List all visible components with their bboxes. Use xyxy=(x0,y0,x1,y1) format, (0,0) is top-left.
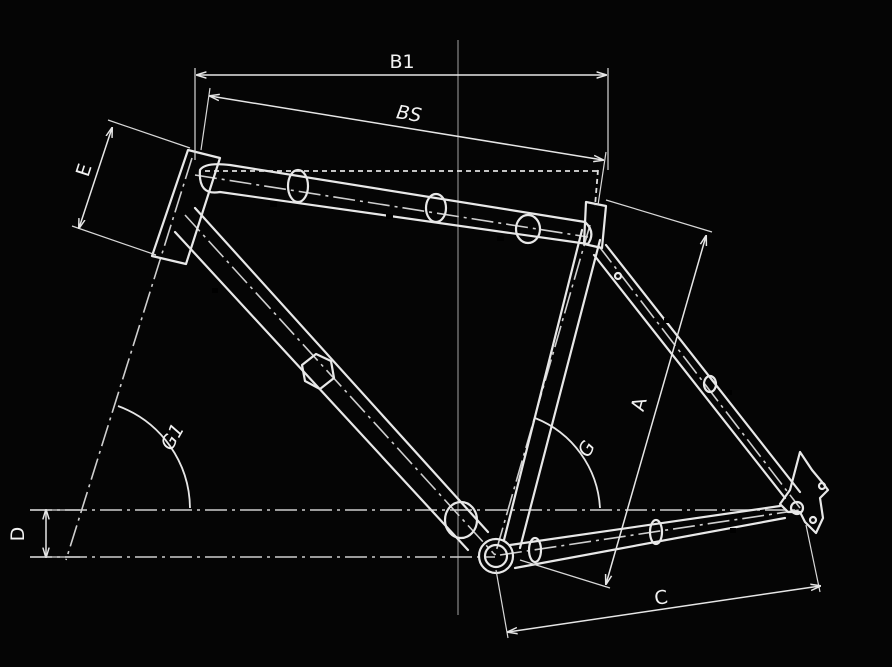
bottom-bracket-inner xyxy=(483,543,509,569)
seat-cluster xyxy=(582,200,608,250)
seat-tube xyxy=(502,228,602,550)
label-g1: G1 xyxy=(157,420,189,454)
seat-tube-centerline xyxy=(494,224,591,556)
chain-stay-section-1 xyxy=(527,536,543,564)
g-angle-arc xyxy=(534,417,601,509)
c-dimension-line xyxy=(508,586,820,632)
brake-mount-bolt xyxy=(817,481,827,491)
down-tube xyxy=(173,206,490,552)
dimension-a: A xyxy=(519,199,713,589)
label-b1: B1 xyxy=(389,51,414,73)
rear-dropout xyxy=(778,450,830,535)
e-extension-bottom xyxy=(71,225,157,256)
cable-guide-2 xyxy=(386,214,393,219)
top-tube-section-3 xyxy=(514,213,542,245)
top-tube-section-1 xyxy=(286,168,310,204)
cable-guide-5 xyxy=(664,318,670,323)
label-a: A xyxy=(627,395,652,414)
top-tube-centerline xyxy=(194,174,589,238)
center-lines xyxy=(30,157,801,561)
cable-guides xyxy=(212,202,736,533)
label-g: G xyxy=(574,437,600,461)
down-tube-centerline xyxy=(184,214,496,556)
label-c: C xyxy=(653,586,669,610)
angle-g1: G1 xyxy=(117,405,191,509)
a-extension-top xyxy=(605,199,713,233)
seat-cluster-reference xyxy=(594,169,599,207)
label-bs: BS xyxy=(395,101,423,127)
dimension-bs: BS xyxy=(200,87,607,206)
angle-g: G xyxy=(534,417,601,509)
cable-guide-7 xyxy=(730,528,736,533)
cable-guide-4 xyxy=(212,288,218,293)
g1-angle-arc xyxy=(117,405,191,509)
top-tube xyxy=(198,163,593,246)
steering-axis-line xyxy=(65,157,193,561)
dimension-d: D xyxy=(7,510,80,557)
chain-stay xyxy=(508,504,787,570)
dimension-b1: B1 xyxy=(194,51,609,170)
derailleur-hanger-bolt xyxy=(808,515,818,525)
rear-axle xyxy=(789,500,805,516)
down-tube-section xyxy=(300,352,336,391)
a-extension-bottom xyxy=(519,559,611,589)
head-tube xyxy=(150,148,222,266)
cable-guide-1 xyxy=(270,202,277,207)
a-dimension-line xyxy=(606,236,706,584)
cable-guide-6 xyxy=(726,390,732,395)
bs-extension-left xyxy=(200,87,211,151)
down-tube-end-section xyxy=(443,500,479,540)
top-tube-section-2 xyxy=(424,192,448,224)
c-extension-right xyxy=(805,524,821,593)
seat-stay-bridge-bolt xyxy=(613,271,623,281)
e-dimension-line xyxy=(79,128,112,228)
seat-stay xyxy=(592,243,802,500)
c-extension-left xyxy=(495,569,509,639)
seat-stay-centerline xyxy=(597,244,801,509)
cable-guide-3 xyxy=(497,236,504,241)
bs-dimension-line xyxy=(210,96,603,160)
dimension-c: C xyxy=(495,524,821,639)
label-e: E xyxy=(72,161,97,179)
e-extension-top xyxy=(107,119,191,149)
dimension-e: E xyxy=(71,119,191,256)
label-d: D xyxy=(7,527,29,542)
